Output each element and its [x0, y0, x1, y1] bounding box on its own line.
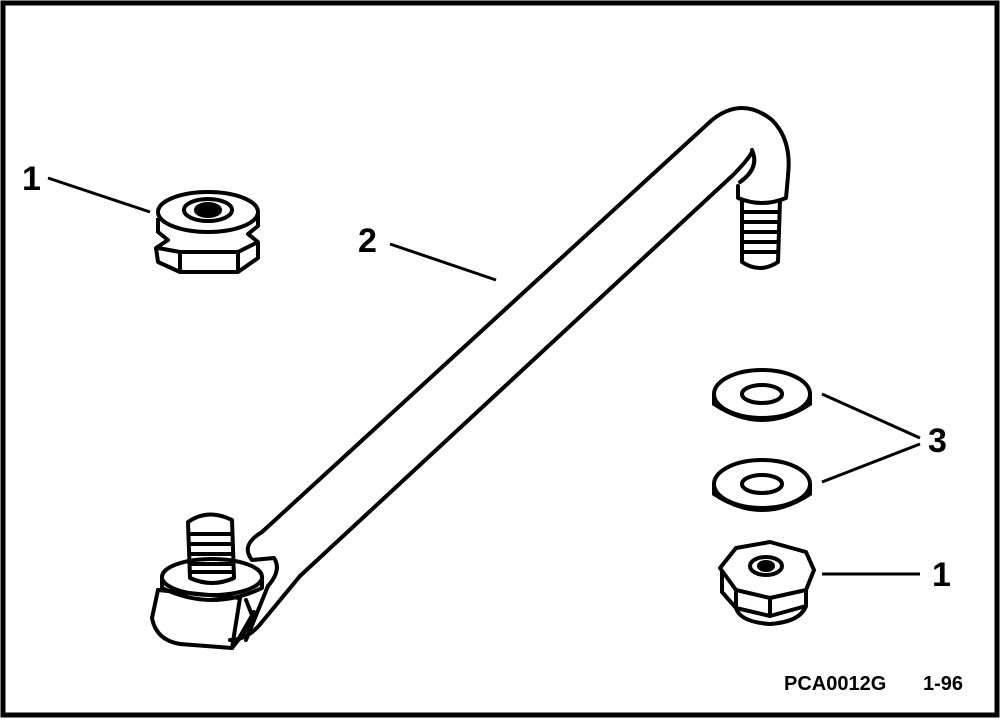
leader-line-washer-upper: [821, 392, 921, 440]
callout-number-1-top: 1: [22, 160, 41, 198]
leader-line-link-rod: [389, 242, 497, 282]
callout-number-1-bottom: 1: [932, 556, 951, 594]
nylon-lock-nut-top: [154, 190, 260, 274]
nylon-lock-nut-bottom: [718, 540, 816, 626]
leader-lines: [47, 176, 921, 576]
callout-number-2: 2: [358, 222, 377, 260]
figure-revision: 1-96: [923, 673, 963, 695]
flat-washer-upper: [712, 368, 812, 422]
figure-id: PCA0012G: [784, 673, 886, 695]
flat-washer-lower: [712, 458, 812, 512]
leader-line-nut-top: [47, 176, 151, 214]
leader-line-washer-lower: [821, 442, 921, 484]
link-rod: [150, 106, 791, 650]
callout-number-3: 3: [928, 422, 947, 460]
